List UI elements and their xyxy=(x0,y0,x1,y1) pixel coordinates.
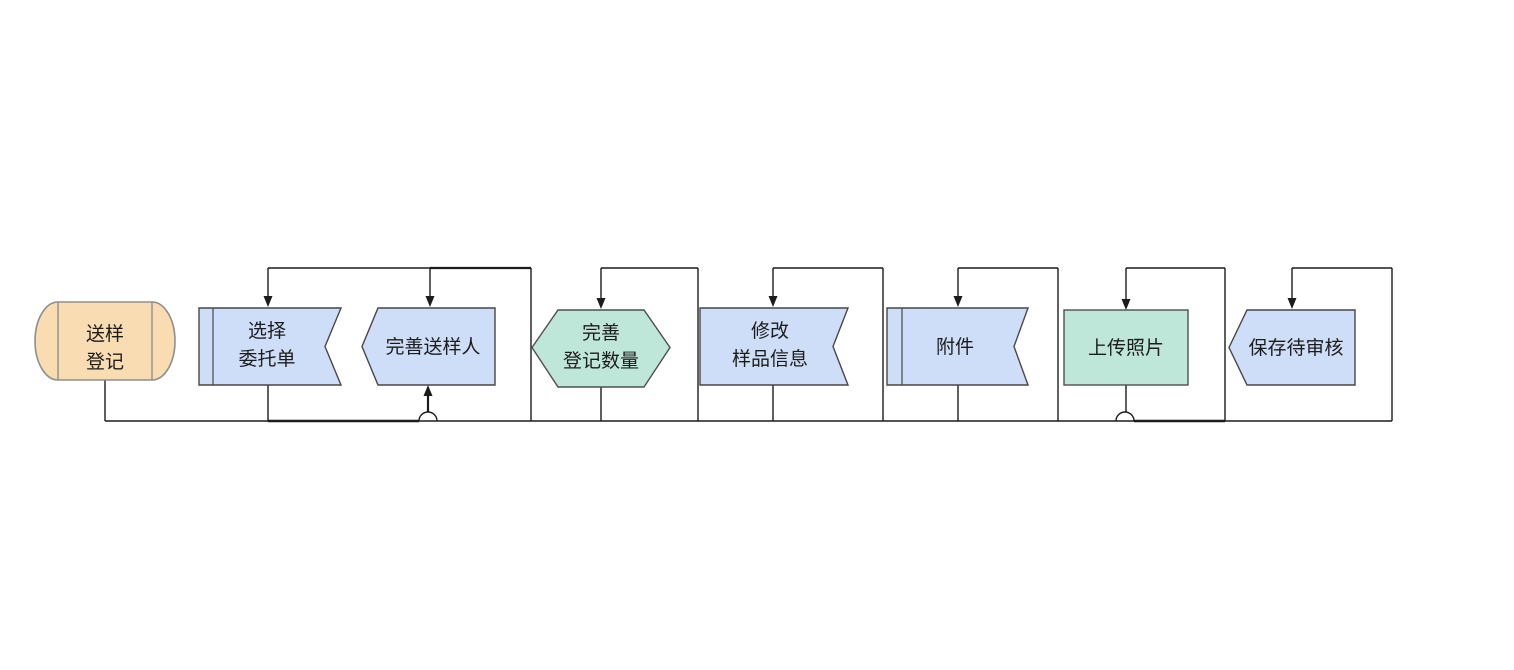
node-label: 附件 xyxy=(936,336,974,358)
node-label: 样品信息 xyxy=(732,348,808,370)
node-label: 完善送样人 xyxy=(385,336,480,358)
hexagon-shape[interactable] xyxy=(531,309,671,388)
arrowhead-complete-registration-quantity-top xyxy=(596,298,606,309)
arrowhead-select-commission-order-top xyxy=(263,296,273,307)
node-sample-registration[interactable]: 送样 登记 xyxy=(34,301,176,381)
connectors xyxy=(104,266,1393,423)
arrowhead-attachment-top xyxy=(953,296,963,307)
rectangle-shape[interactable] xyxy=(1063,309,1189,386)
arrowhead-upload-photo-top xyxy=(1121,299,1131,310)
node-label: 登记数量 xyxy=(563,350,639,372)
line-jump-arc-left xyxy=(418,411,438,422)
node-label: 修改 xyxy=(751,320,789,342)
node-label: 选择 xyxy=(248,320,286,342)
left-point-pentagon-shape[interactable] xyxy=(1228,309,1356,386)
arrowhead-complete-sampler-top xyxy=(425,296,435,307)
node-label: 委托单 xyxy=(238,348,295,370)
notched-process-shape[interactable] xyxy=(699,307,850,386)
node-upload-photo[interactable]: 上传照片 xyxy=(1063,309,1189,386)
node-label: 登记 xyxy=(86,351,124,373)
node-label: 上传照片 xyxy=(1088,337,1164,359)
arrowhead-complete-sampler-bottom xyxy=(423,385,433,396)
striped-notched-process-shape[interactable] xyxy=(198,307,343,386)
node-select-commission-order[interactable]: 选择 委托单 xyxy=(198,307,343,386)
node-complete-sampler[interactable]: 完善送样人 xyxy=(361,307,496,386)
node-modify-sample-info[interactable]: 修改 样品信息 xyxy=(699,307,850,386)
line-jump-arc-right xyxy=(1115,411,1135,422)
node-label: 完善 xyxy=(582,322,620,344)
node-label: 送样 xyxy=(86,323,124,345)
node-complete-registration-quantity[interactable]: 完善 登记数量 xyxy=(531,309,671,388)
left-point-pentagon-shape[interactable] xyxy=(361,307,496,386)
node-save-pending-review[interactable]: 保存待审核 xyxy=(1228,309,1356,386)
node-attachment[interactable]: 附件 xyxy=(886,307,1029,386)
arrowhead-modify-sample-info-top xyxy=(768,296,778,307)
striped-notched-process-shape[interactable] xyxy=(886,307,1029,386)
node-label: 保存待审核 xyxy=(1248,337,1343,359)
arrowhead-save-pending-review-top xyxy=(1287,298,1297,309)
